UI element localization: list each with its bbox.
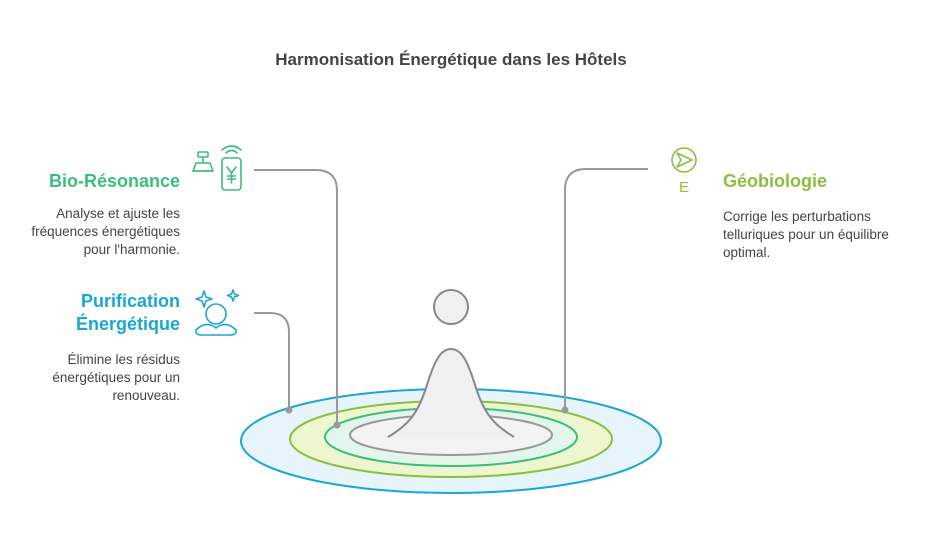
compass-letter: E: [679, 179, 689, 196]
connector-geobiologie: [564, 168, 648, 410]
figure-body: [387, 347, 515, 438]
meditation-sparkles-icon: [195, 289, 240, 336]
figure-head: [433, 289, 469, 325]
phone-signal-icon: [192, 145, 242, 191]
connector-dot-purification: [285, 406, 293, 414]
connector-bio-resonance: [254, 169, 338, 425]
connector-dot-bio-resonance: [333, 421, 341, 429]
diagram-title: Harmonisation Énergétique dans les Hôtel…: [275, 50, 627, 69]
bio-resonance-description: Analyse et ajuste les fréquences énergét…: [31, 206, 180, 257]
geobiologie-heading: Géobiologie: [723, 171, 828, 191]
connector-purification: [254, 312, 290, 410]
compass-icon: [671, 147, 697, 173]
geobiologie-description: Corrige les perturbations telluriques po…: [723, 209, 889, 260]
purification-heading: Purification Énergétique: [75, 291, 180, 334]
purification-description: Élimine les résidus énergétiques pour un…: [52, 352, 180, 403]
bio-resonance-heading: Bio-Résonance: [48, 171, 180, 191]
connector-dot-geobiologie: [561, 406, 569, 414]
